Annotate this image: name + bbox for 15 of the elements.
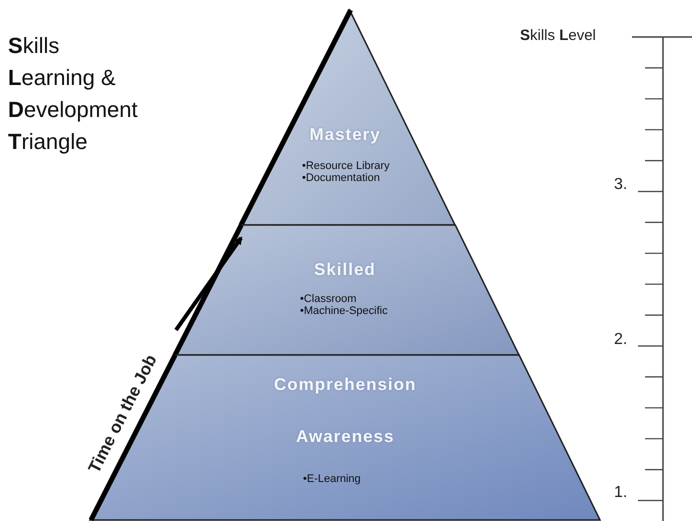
bullet-list: •Classroom •Machine-Specific [300, 293, 388, 317]
tier-heading: Mastery [309, 125, 381, 145]
pyramid-tier [174, 225, 520, 355]
scale-value: 2. [614, 331, 628, 349]
tier-heading: Comprehension [274, 375, 416, 395]
scale-value: 1. [614, 484, 628, 502]
tier-heading: Skilled [314, 260, 376, 280]
bullet-list: •E-Learning [303, 473, 361, 485]
tier-heading: Awareness [296, 427, 394, 447]
scale-title: Skills Level [520, 27, 596, 44]
bullet-list: •Resource Library •Documentation [302, 160, 390, 184]
pyramid-tier [240, 10, 456, 225]
axis-label: Time on the Job [84, 352, 162, 476]
scale-value: 3. [614, 176, 628, 194]
diagram-title: Skills Learning & Development Triangle [8, 32, 139, 156]
